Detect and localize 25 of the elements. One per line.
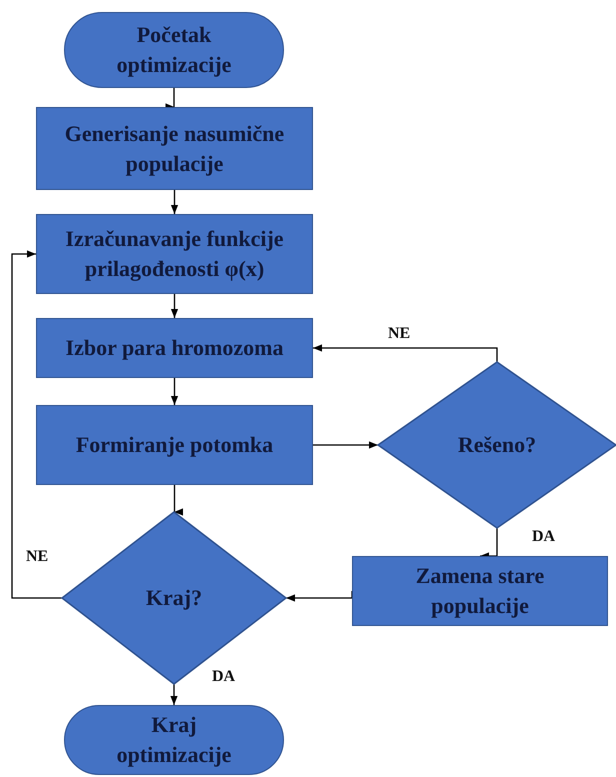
process-box	[36, 318, 313, 378]
process-box	[36, 405, 313, 485]
node-label: Izračunavanje funkcije prilagođenosti φ(x)	[64, 225, 285, 283]
node-label: Kraj?	[146, 584, 202, 612]
node-label: Početak optimizacije	[116, 21, 232, 79]
decision-diamond	[62, 512, 286, 684]
arrow	[313, 441, 378, 449]
node-label: Formiranje potomka	[76, 431, 274, 460]
arrow	[170, 190, 178, 214]
arrow	[170, 378, 178, 405]
arrow	[173, 485, 184, 516]
node-label: Izbor para hromozoma	[66, 334, 284, 362]
decision-diamond	[378, 362, 616, 528]
process-box	[36, 214, 313, 294]
arrow	[11, 250, 62, 599]
arrow	[286, 591, 353, 602]
arrow	[313, 344, 498, 362]
node-label: Kraj optimizacije	[116, 711, 232, 769]
node-label: Generisanje nasumične populacije	[64, 120, 286, 178]
node-label: Zamena stare populacije	[414, 562, 546, 620]
node-label: Rešeno?	[458, 431, 536, 460]
process-box	[352, 556, 608, 626]
arrow	[170, 684, 178, 705]
process-box	[36, 107, 313, 190]
arrow	[170, 294, 178, 318]
